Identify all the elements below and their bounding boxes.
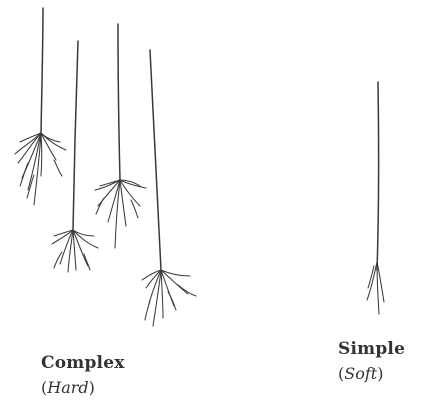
complex-plant-4 [142,50,196,326]
caption-complex-subtitle-text: Hard [47,378,88,397]
complex-plant-1-root [15,133,66,205]
complex-plant-1 [15,8,66,205]
simple-plant [367,82,384,314]
caption-simple-title: Simple [338,340,405,360]
complex-plant-2-stem [73,41,78,230]
caption-complex-title: Complex [41,354,125,374]
complex-plant-2-root [52,230,98,272]
caption-simple: Simple (Soft) [338,340,405,383]
complex-plant-3-stem [118,24,120,180]
caption-complex-close-paren: ) [89,378,95,397]
complex-plant-4-stem [150,50,161,270]
caption-simple-close-paren: ) [377,364,383,383]
simple-plant-stem [377,82,379,270]
simple-plant-root [367,262,384,314]
caption-simple-subtitle: (Soft) [338,365,405,383]
complex-plant-2 [52,41,98,272]
complex-plant-3-root [95,180,146,248]
complex-plant-4-root [142,270,196,326]
caption-simple-subtitle-text: Soft [344,364,377,383]
caption-complex: Complex (Hard) [41,354,125,397]
caption-complex-subtitle: (Hard) [41,379,125,397]
complex-plant-1-stem [41,8,43,133]
complex-plant-3 [95,24,146,248]
